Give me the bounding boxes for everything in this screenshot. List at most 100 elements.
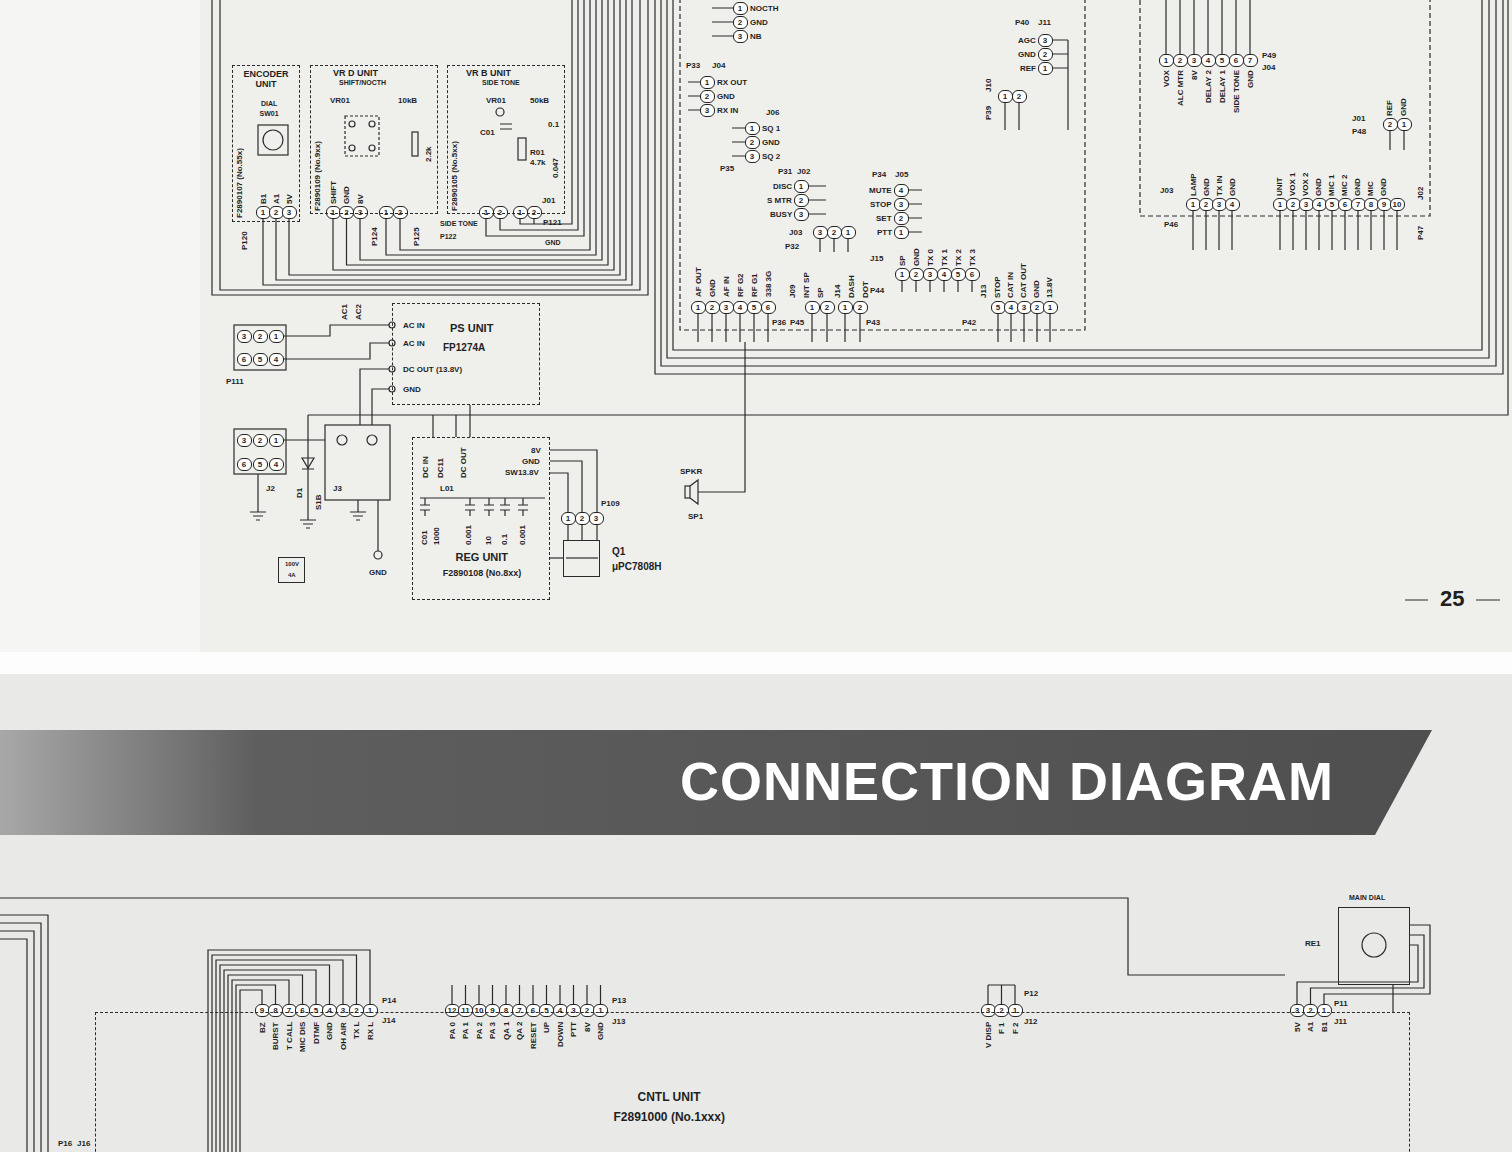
pin-number: 2 <box>527 206 542 219</box>
wire <box>550 450 597 512</box>
wire <box>347 0 609 265</box>
pin-number: 7 <box>512 1004 527 1017</box>
signal-label: PA 3 <box>488 1022 497 1039</box>
signal-label: RF G1 <box>750 273 759 297</box>
wire <box>1166 0 1250 54</box>
signal-label: GND <box>717 92 735 101</box>
wire <box>374 551 382 559</box>
signal-label: 0.047 <box>551 158 560 178</box>
wire <box>212 0 648 295</box>
signal-label: GND <box>342 186 351 204</box>
signal-label: GND <box>912 248 921 266</box>
wire <box>282 343 389 359</box>
regulator-ic: Q1μPC7808H <box>563 540 600 577</box>
signal-label: P46 <box>1164 220 1178 229</box>
pin-number: 5 <box>1215 54 1230 67</box>
pin-number: 1 <box>794 180 809 193</box>
unit-box: PS UNITFP1274AAC INAC INDC OUT (13.8V)GN… <box>392 303 540 405</box>
wire <box>1193 210 1232 250</box>
signal-label: ALC MTR <box>1176 70 1185 106</box>
signal-label: GND <box>1399 98 1408 116</box>
wire <box>1390 130 1404 150</box>
pin-number: 5 <box>539 1004 554 1017</box>
wire <box>377 500 378 551</box>
signal-label: J04 <box>1262 63 1275 72</box>
signal-label: P125 <box>412 227 421 246</box>
signal-label: 8V <box>356 194 365 204</box>
signal-label: OH AIR <box>339 1022 348 1050</box>
wire <box>500 124 512 129</box>
unit-text: SHIFT/NOCTH <box>339 79 386 87</box>
pin-number: 10 <box>1390 198 1405 211</box>
wire <box>349 121 355 127</box>
signal-label: PTT <box>877 228 892 237</box>
signal-label: VOX 2 <box>1301 172 1310 196</box>
wire-connector <box>550 557 563 558</box>
wire <box>1005 102 1019 130</box>
wire <box>420 498 430 516</box>
pin-number: 2 <box>994 1004 1009 1017</box>
signal-label: J03 <box>789 228 802 237</box>
signal-label: DOT <box>861 281 870 298</box>
signal-label: VOX 1 <box>1288 172 1297 196</box>
wire <box>250 474 266 520</box>
wire <box>812 313 860 342</box>
signal-label: J16 <box>77 1139 90 1148</box>
wire <box>533 218 534 224</box>
signal-label: P35 <box>720 164 734 173</box>
pin-number: 1 <box>593 1004 608 1017</box>
signal-label: P16 <box>58 1139 72 1148</box>
pin-number: 3 <box>813 226 828 239</box>
wire <box>820 238 848 252</box>
wire <box>465 498 475 516</box>
pin-number: 1 <box>269 434 284 447</box>
unit-title: VR B UNIT <box>466 68 511 78</box>
unit-title: REG UNIT <box>456 551 509 564</box>
wire <box>258 125 288 155</box>
pin-number: 3 <box>1038 34 1053 47</box>
signal-label: AF OUT <box>694 267 703 297</box>
wire <box>1280 210 1397 250</box>
signal-label: D1 <box>295 488 304 498</box>
signal-label: P33 <box>686 61 700 70</box>
pin-number: 3 <box>745 150 760 163</box>
wire <box>732 128 746 156</box>
pin-number: 4 <box>269 458 284 471</box>
signal-label: GND <box>1246 70 1255 88</box>
signal-label: J15 <box>870 254 883 263</box>
wire <box>263 130 283 150</box>
wire <box>349 145 355 151</box>
signal-label: GND <box>708 279 717 297</box>
pin-number: 1 <box>513 206 528 219</box>
pin-number: 2 <box>1173 54 1188 67</box>
pin-number: 2 <box>894 212 909 225</box>
signal-label: P49 <box>1262 51 1276 60</box>
signal-label: AF IN <box>722 276 731 297</box>
pin-number: 2 <box>733 16 748 29</box>
wire <box>667 0 1489 358</box>
page-ground <box>0 674 1512 1152</box>
signal-label: P32 <box>785 242 799 251</box>
signal-label: BURST <box>271 1022 280 1050</box>
signal-label: SIDE TONE <box>440 220 478 228</box>
signal-label: 0.1 <box>500 534 509 545</box>
signal-label: 13.8V <box>1045 277 1054 298</box>
unit-title: Q1 <box>612 546 625 558</box>
wire <box>534 8 734 36</box>
signal-label: SP <box>816 287 825 298</box>
signal-label: VOX <box>1162 70 1171 87</box>
signal-label: P122 <box>440 233 456 241</box>
signal-label: SQ 2 <box>762 152 780 161</box>
signal-label: 8V <box>1190 70 1199 80</box>
unit-text: AC IN <box>403 321 425 330</box>
pin-number: 6 <box>761 301 776 314</box>
signal-label: 0.1 <box>548 120 559 129</box>
wire <box>360 369 389 425</box>
wire <box>1140 0 1430 216</box>
wire <box>372 389 389 425</box>
signal-label: GND <box>1032 280 1041 298</box>
wire <box>232 980 289 1152</box>
unit-text: F2890105 (No.5xx) <box>450 141 459 211</box>
pin-number: 3 <box>794 208 809 221</box>
